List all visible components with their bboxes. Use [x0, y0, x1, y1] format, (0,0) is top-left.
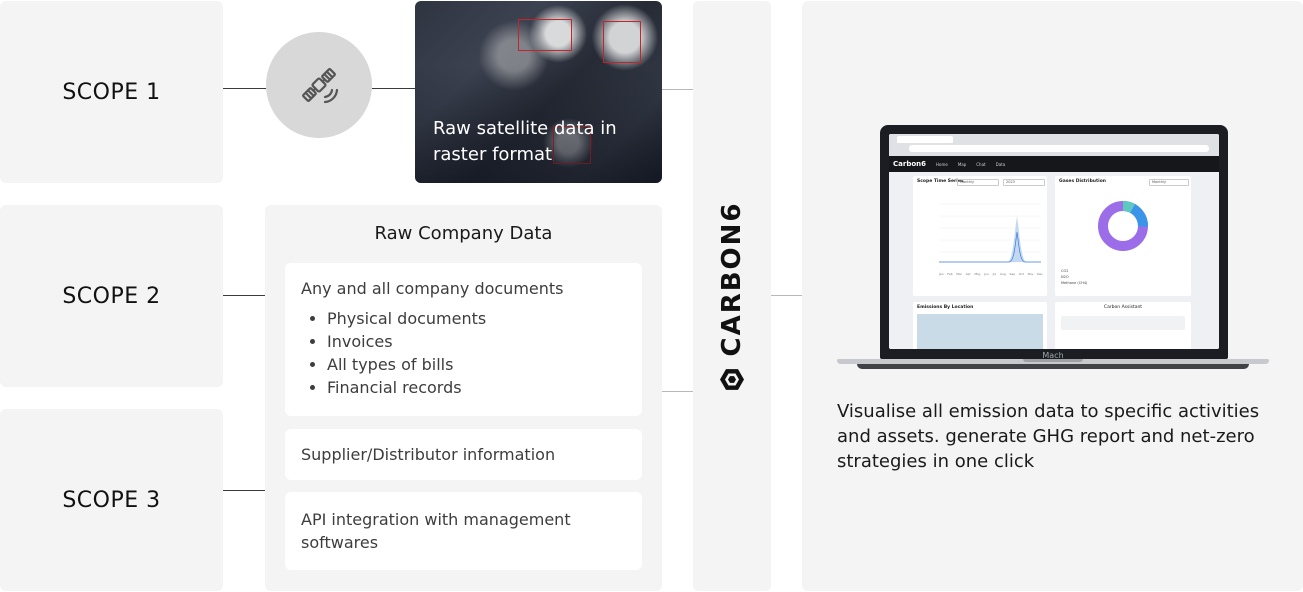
month-label: Dec: [1037, 272, 1043, 276]
period-select: Monthly: [957, 179, 999, 186]
detection-box: [518, 19, 572, 51]
scope-3-label: SCOPE 3: [62, 487, 161, 513]
month-label: Aug: [999, 272, 1006, 276]
list-item: All types of bills: [327, 353, 626, 376]
laptop-notch: [1023, 359, 1083, 362]
nav-data: Data: [995, 161, 1006, 167]
month-label: Jan: [939, 272, 944, 276]
assistant-title: Carbon Assistant: [1103, 305, 1143, 310]
time-series-title: Scope Time Series: [917, 179, 964, 184]
detection-box: [603, 21, 641, 63]
nav-chat: Chat: [976, 161, 986, 167]
laptop-base-shadow: [857, 364, 1249, 369]
satellite-raster-image: Raw satellite data in raster format: [415, 1, 662, 183]
scope-2-box: SCOPE 2: [0, 205, 223, 387]
month-label: Oct: [1018, 272, 1024, 276]
time-series-panel: Scope Time Series Monthly 2023: [913, 176, 1047, 296]
connector-brand-output: [771, 295, 802, 296]
gas-legend-item: Methane (CH4): [1061, 281, 1088, 285]
dashboard-screenshot: Carbon6 Home Map Chat Data Scope Time Se…: [889, 134, 1219, 349]
nav-map: Map: [957, 161, 967, 167]
supplier-card: Supplier/Distributor information: [285, 429, 642, 480]
month-label: Nov: [1027, 272, 1034, 276]
api-card: API integration with management software…: [285, 492, 642, 570]
time-series-chart: [939, 203, 1041, 263]
connector-raster-brand: [662, 89, 693, 90]
gas-legend-item: N2O: [1061, 275, 1069, 279]
gases-donut-chart: [1098, 201, 1148, 251]
gases-panel: Gases Distribution Monthly CO2 N2O Metha…: [1055, 176, 1191, 296]
documents-heading: Any and all company documents: [301, 279, 564, 298]
hexagon-logo-icon: [720, 369, 744, 390]
location-map: [917, 314, 1043, 349]
connector-company-brand: [662, 391, 693, 392]
connector-scope3-company: [223, 490, 265, 491]
laptop-lid: Carbon6 Home Map Chat Data Scope Time Se…: [880, 125, 1228, 359]
location-panel: Emissions By Location: [913, 302, 1047, 349]
raster-caption: Raw satellite data in raster format: [433, 118, 617, 165]
app-logo: Carbon6: [893, 160, 926, 168]
output-caption: Visualise all emission data to specific …: [837, 401, 1260, 472]
connector-scope2-company: [223, 295, 265, 296]
list-item: Financial records: [327, 376, 626, 399]
gas-legend-item: CO2: [1061, 269, 1069, 273]
output-panel: Carbon6 Home Map Chat Data Scope Time Se…: [802, 1, 1303, 591]
connector-satellite-raster: [372, 88, 415, 89]
documents-list: Physical documents Invoices All types of…: [301, 307, 626, 399]
satellite-icon: [302, 68, 339, 104]
gases-period-select: Monthly: [1149, 179, 1189, 186]
brand-name: CARBON6: [717, 201, 747, 357]
browser-chrome: [889, 134, 1219, 156]
year-select: 2023: [1003, 179, 1045, 186]
laptop-mockup: Carbon6 Home Map Chat Data Scope Time Se…: [837, 125, 1269, 371]
satellite-circle: [266, 32, 372, 138]
scope-2-label: SCOPE 2: [62, 283, 161, 309]
raw-company-data-panel: Raw Company Data Any and all company doc…: [265, 205, 662, 591]
scope-1-label: SCOPE 1: [62, 79, 161, 105]
month-label: Mar: [956, 272, 962, 276]
month-label: Feb: [947, 272, 953, 276]
company-data-title: Raw Company Data: [374, 223, 553, 244]
list-item: Physical documents: [327, 307, 626, 330]
connector-scope1-satellite: [223, 88, 266, 89]
month-label: Jul: [992, 272, 997, 276]
location-title: Emissions By Location: [917, 305, 974, 310]
assistant-panel: Carbon Assistant: [1055, 302, 1191, 349]
app-navbar: Carbon6 Home Map Chat Data: [889, 156, 1219, 172]
brand-column: CARBON6: [693, 1, 771, 591]
month-label: May: [974, 272, 981, 276]
api-text: API integration with management software…: [301, 510, 571, 552]
month-label: Sep: [1009, 272, 1016, 276]
browser-url-bar: [909, 145, 1209, 152]
scope-1-box: SCOPE 1: [0, 1, 223, 183]
documents-card: Any and all company documents Physical d…: [285, 263, 642, 416]
assistant-message: [1061, 316, 1185, 330]
month-label: Jun: [984, 272, 989, 276]
browser-tab: [897, 136, 953, 143]
scope-3-box: SCOPE 3: [0, 409, 223, 591]
gases-title: Gases Distribution: [1059, 179, 1106, 184]
list-item: Invoices: [327, 330, 626, 353]
laptop-label: Mach: [1042, 351, 1064, 360]
supplier-text: Supplier/Distributor information: [301, 445, 556, 464]
brand-logo: CARBON6: [717, 202, 747, 393]
month-label: Apr: [965, 272, 971, 276]
nav-home: Home: [936, 161, 948, 167]
app-body: Scope Time Series Monthly 2023: [889, 172, 1219, 349]
